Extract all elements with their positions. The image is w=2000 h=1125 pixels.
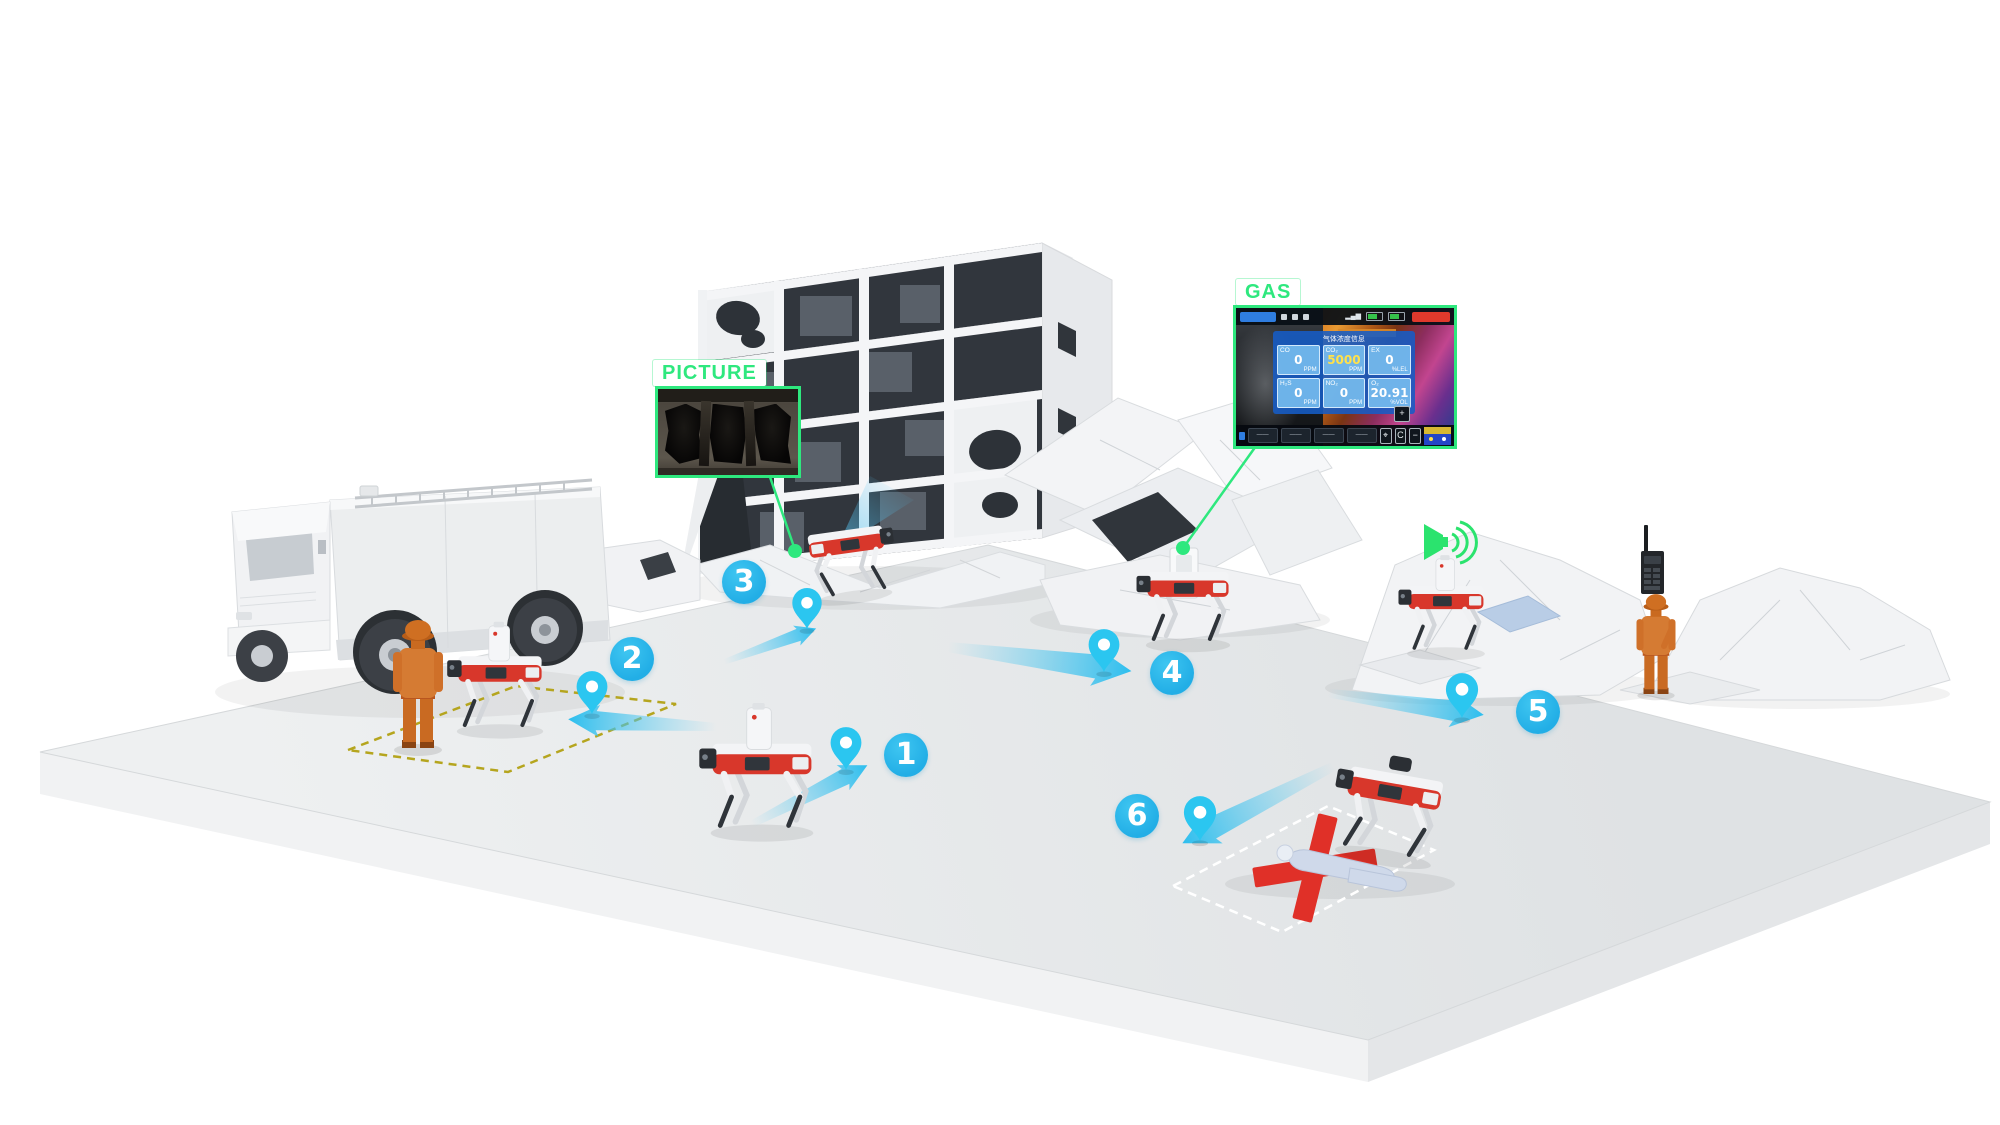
speaker-icon: [1424, 520, 1478, 565]
gas-connector-dot: [1176, 541, 1190, 555]
picture-photo: [655, 386, 801, 478]
gas-unit: PPM: [1349, 399, 1363, 406]
callout-connectors: [768, 445, 1258, 558]
charred-mullion: [743, 400, 756, 467]
burned-window-opening: [665, 403, 703, 464]
toolbar-indicator: [1239, 431, 1245, 440]
statusbar-icon[interactable]: [1292, 313, 1298, 320]
gas-unit: PPM: [1303, 366, 1317, 373]
refresh-button[interactable]: C: [1394, 427, 1407, 444]
gas-value: 0: [1339, 385, 1349, 400]
burned-window-opening: [709, 403, 747, 464]
picture-photo-lintel: [658, 389, 798, 402]
zoom-out-button[interactable]: −: [1409, 427, 1422, 444]
casualty-figure: [1276, 844, 1407, 892]
gas-unit: %VOL: [1390, 399, 1408, 406]
gas-readings-grid: CO 0 PPM CO₂ 5000 PPM EX 0 %LEL H₂S 0: [1277, 344, 1411, 408]
statusbar-icon[interactable]: [1303, 313, 1309, 320]
picture-callout-label: PICTURE: [653, 360, 766, 386]
gas-callout-label: GAS: [1236, 279, 1301, 305]
casualty-zone-dashed: [1170, 804, 1437, 934]
waypoint-badge-2: 2: [610, 637, 654, 681]
toolbar-chip[interactable]: ——: [1280, 428, 1311, 443]
fire-truck: [227, 478, 611, 694]
gas-name: EX: [1371, 346, 1380, 354]
zoom-in-button[interactable]: +: [1394, 406, 1410, 422]
wifi-icon: ▂▄▆: [1345, 312, 1361, 320]
burned-window-opening: [753, 403, 791, 464]
gas-reading-co: CO 0 PPM: [1277, 344, 1320, 375]
gas-reading-o2: O₂ 20.91 %VOL: [1368, 377, 1411, 408]
robot-dogs: [447, 524, 1485, 874]
gas-value: 5000: [1327, 352, 1361, 367]
gas-monitor-screen: ▂▄▆ 气体浓度信息 CO 0 PPM CO₂ 5000 PPM EX: [1233, 305, 1457, 449]
waypoint-badge-6: 6: [1115, 794, 1159, 838]
battery-icon: [1388, 312, 1405, 321]
picture-connector: [768, 476, 796, 548]
gas-value: 0: [1294, 352, 1303, 367]
statusbar-icon[interactable]: [1281, 313, 1287, 320]
start-zone-dashed: [347, 684, 677, 774]
statusbar-left-chip[interactable]: [1240, 311, 1276, 322]
gas-name: CO: [1280, 346, 1290, 354]
locate-button[interactable]: ⌖: [1379, 427, 1392, 444]
gas-screen-toolbar: —— —— —— —— ⌖ C −: [1236, 425, 1454, 446]
gas-reading-co2: CO₂ 5000 PPM: [1322, 344, 1366, 375]
battery-icon: [1366, 312, 1383, 321]
gas-reading-no2: NO₂ 0 PPM: [1322, 377, 1366, 408]
picture-photo-sill: [658, 468, 798, 475]
gas-unit: %LEL: [1391, 366, 1408, 373]
gas-panel-title: 气体浓度信息: [1322, 335, 1365, 343]
rubble-mound-right: [1351, 531, 1661, 701]
toolbar-chip[interactable]: ——: [1346, 428, 1377, 443]
picture-connector-dot: [788, 544, 802, 558]
gas-name: CO₂: [1325, 346, 1338, 354]
gas-unit: PPM: [1303, 399, 1317, 406]
toolbar-legend: [1424, 426, 1451, 445]
gas-unit: PPM: [1349, 366, 1363, 373]
gas-value: 0: [1294, 385, 1303, 400]
charred-mullion: [698, 400, 711, 467]
waypoint-badge-1: 1: [884, 733, 928, 777]
gas-name: NO₂: [1325, 379, 1338, 387]
gas-value: 0: [1385, 352, 1394, 367]
gas-reading-ex: EX 0 %LEL: [1368, 344, 1411, 375]
walkie-talkie: [1641, 525, 1664, 594]
firefighter-right-raised-arm: [1661, 625, 1675, 649]
gas-screen-statusbar: ▂▄▆: [1236, 308, 1454, 325]
gas-readings-panel: 气体浓度信息 CO 0 PPM CO₂ 5000 PPM EX 0 %LEL: [1273, 330, 1415, 414]
gas-value: 20.91: [1370, 385, 1409, 400]
gas-name: H₂S: [1280, 379, 1292, 387]
waypoint-badge-4: 4: [1150, 651, 1194, 695]
toolbar-chip[interactable]: ——: [1247, 428, 1278, 443]
casualty-zone: [1170, 804, 1437, 934]
gas-connector: [1184, 445, 1258, 545]
waypoint-badge-5: 5: [1516, 690, 1560, 734]
statusbar-right-chip[interactable]: [1412, 311, 1450, 322]
gas-reading-h2s: H₂S 0 PPM: [1277, 377, 1320, 408]
gas-name: O₂: [1371, 379, 1379, 387]
toolbar-chip[interactable]: ——: [1313, 428, 1344, 443]
waypoint-badge-3: 3: [722, 560, 766, 604]
